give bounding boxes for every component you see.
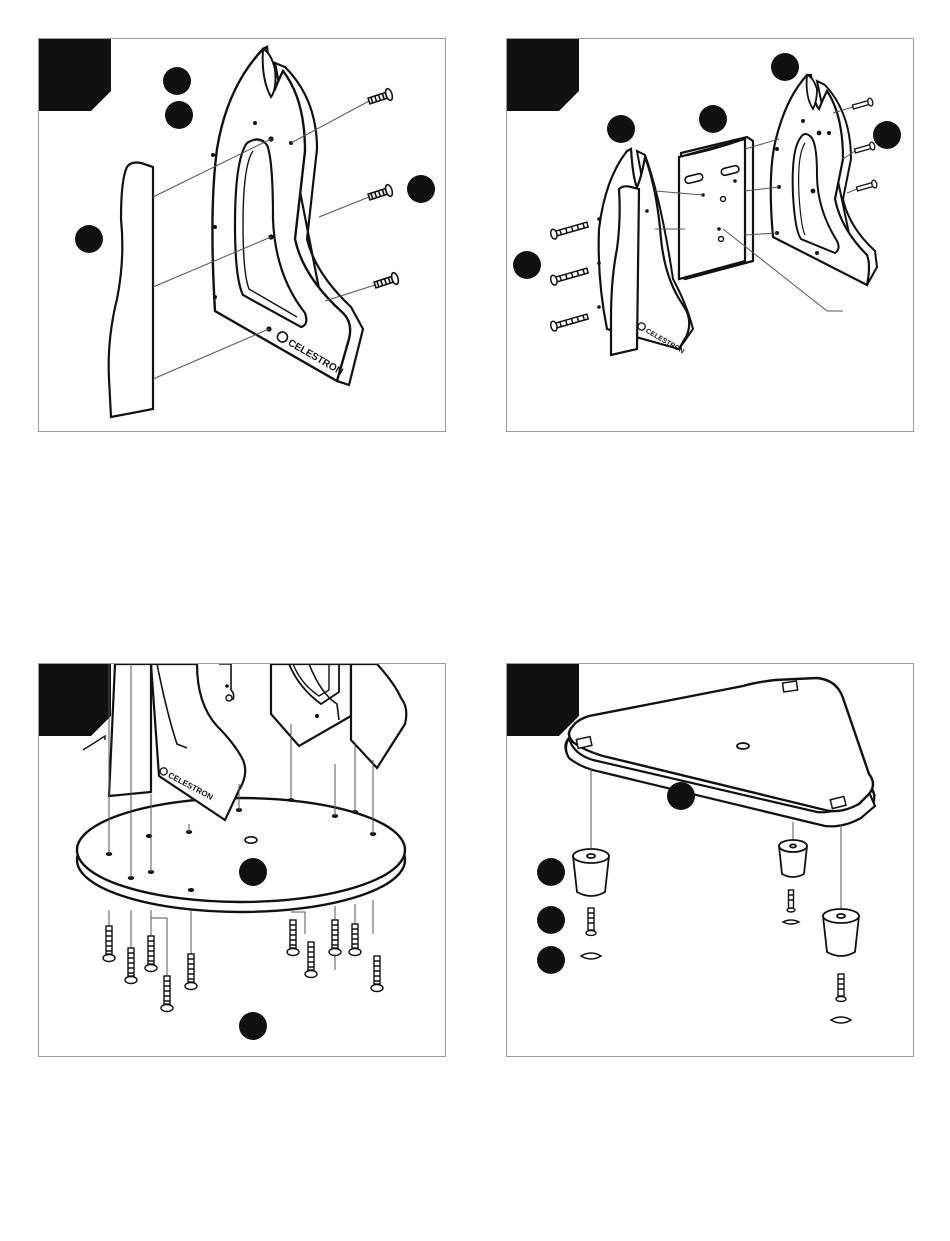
side-board <box>109 664 151 796</box>
machine-screws-left <box>550 220 589 332</box>
callout-marker <box>75 225 103 253</box>
assembly-step-4-panel <box>506 663 914 1057</box>
callout-marker <box>667 782 695 810</box>
side-board <box>109 163 153 418</box>
callout-marker <box>239 1012 267 1040</box>
step-number-tab <box>39 39 111 111</box>
machine-screws-right <box>852 98 878 193</box>
assembly-step-3-panel: CELESTRON <box>38 663 446 1057</box>
callout-marker <box>607 115 635 143</box>
step-number-tab <box>39 664 111 736</box>
center-mount-plate <box>679 139 745 279</box>
step-2-illustration: CELESTRON <box>507 39 914 432</box>
callout-marker <box>165 101 193 129</box>
callout-marker <box>537 858 565 886</box>
callout-marker <box>537 946 565 974</box>
step-number-tab <box>507 664 579 736</box>
callout-markers <box>537 782 695 974</box>
rubber-feet <box>573 840 859 956</box>
main-side-arm <box>212 47 350 381</box>
assembly-step-2-panel: CELESTRON <box>506 38 914 432</box>
callout-marker <box>239 858 267 886</box>
washers <box>581 920 851 1023</box>
step-3-illustration: CELESTRON <box>39 664 446 1057</box>
step-4-illustration <box>507 664 914 1057</box>
callout-marker <box>163 67 191 95</box>
callout-marker <box>771 53 799 81</box>
step-1-illustration: CELESTRON <box>39 39 446 432</box>
feet-screws <box>586 890 846 1001</box>
callout-marker <box>513 251 541 279</box>
step-number-tab <box>507 39 579 111</box>
wood-screws <box>367 88 400 291</box>
arm-panel-right <box>351 664 406 768</box>
callout-marker <box>873 121 901 149</box>
callout-marker <box>407 175 435 203</box>
callout-marker <box>537 906 565 934</box>
callout-marker <box>699 105 727 133</box>
assembly-step-1-panel: CELESTRON <box>38 38 446 432</box>
base-screws <box>103 920 383 1012</box>
